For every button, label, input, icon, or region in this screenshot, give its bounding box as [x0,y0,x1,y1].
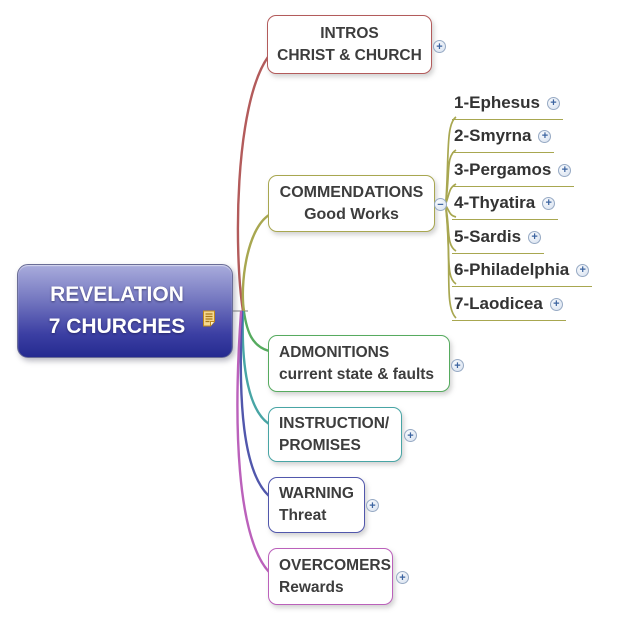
church-label: 3-Pergamos [454,160,552,179]
expand-icon[interactable]: + [549,297,563,311]
central-topic[interactable]: REVELATION 7 CHURCHES [17,264,233,358]
topic-warning[interactable]: WARNING Threat [268,477,365,533]
topic-commendations-line2: Good Works [304,205,399,223]
topic-instruction-line1: INSTRUCTION/ [279,414,390,432]
topic-instruction[interactable]: INSTRUCTION/ PROMISES [268,407,402,462]
topic-admonitions[interactable]: ADMONITIONS current state & faults [268,335,450,392]
church-label: 5-Sardis [454,227,522,246]
expand-icon[interactable]: + [404,429,417,442]
central-topic-line1: REVELATION [50,283,184,306]
expand-icon[interactable]: + [558,163,572,177]
church-label: 4-Thyatira [454,193,536,212]
topic-church-laodicea[interactable]: 7-Laodicea + [452,292,566,321]
topic-church-sardis[interactable]: 5-Sardis + [452,225,545,254]
branch-commendations-line [241,213,271,313]
topic-church-smyrna[interactable]: 2-Smyrna + [452,124,555,153]
topic-church-thyatira[interactable]: 4-Thyatira + [452,191,559,220]
central-topic-line2: 7 CHURCHES [48,315,186,338]
church-label: 7-Laodicea [454,294,543,313]
topic-overcomers-line2: Rewards [279,578,344,596]
expand-icon[interactable]: + [366,499,379,512]
expand-icon[interactable]: + [576,263,590,277]
church-label: 2-Smyrna [454,126,532,145]
topic-admonitions-line2: current state & faults [279,365,435,383]
topic-church-philadelphia[interactable]: 6-Philadelphia + [452,258,593,287]
topic-intros[interactable]: INTROS CHRIST & CHURCH [267,15,432,74]
expand-icon[interactable]: + [433,40,446,53]
branch-warning-line [239,310,271,498]
topic-church-pergamos[interactable]: 3-Pergamos + [452,158,575,187]
topic-warning-line2: Threat [279,507,327,524]
topic-church-ephesus[interactable]: 1-Ephesus + [452,91,563,120]
branch-overcomers-line [236,310,271,574]
expand-icon[interactable]: + [546,96,560,110]
topic-commendations[interactable]: COMMENDATIONS Good Works [268,175,435,232]
topic-overcomers-line1: OVERCOMERS [279,556,391,574]
topic-admonitions-line1: ADMONITIONS [279,343,390,361]
expand-icon[interactable]: + [451,359,464,372]
branch-instruction-line [241,310,271,426]
expand-icon[interactable]: + [528,230,542,244]
expand-icon[interactable]: + [542,196,556,210]
collapse-icon[interactable]: − [434,198,447,211]
topic-intros-line1: INTROS [320,24,379,42]
notes-icon[interactable] [202,305,216,337]
expand-icon[interactable]: + [396,571,409,584]
branch-admonitions-line [242,310,271,353]
branch-intros-line [236,55,270,313]
topic-instruction-line2: PROMISES [279,436,361,454]
church-label: 1-Ephesus [454,93,540,112]
topic-intros-line2: CHRIST & CHURCH [277,46,422,64]
expand-icon[interactable]: + [538,129,552,143]
topic-overcomers[interactable]: OVERCOMERS Rewards [268,548,393,605]
topic-warning-line1: WARNING [279,485,354,502]
church-label: 6-Philadelphia [454,260,570,279]
topic-commendations-line1: COMMENDATIONS [279,183,424,201]
